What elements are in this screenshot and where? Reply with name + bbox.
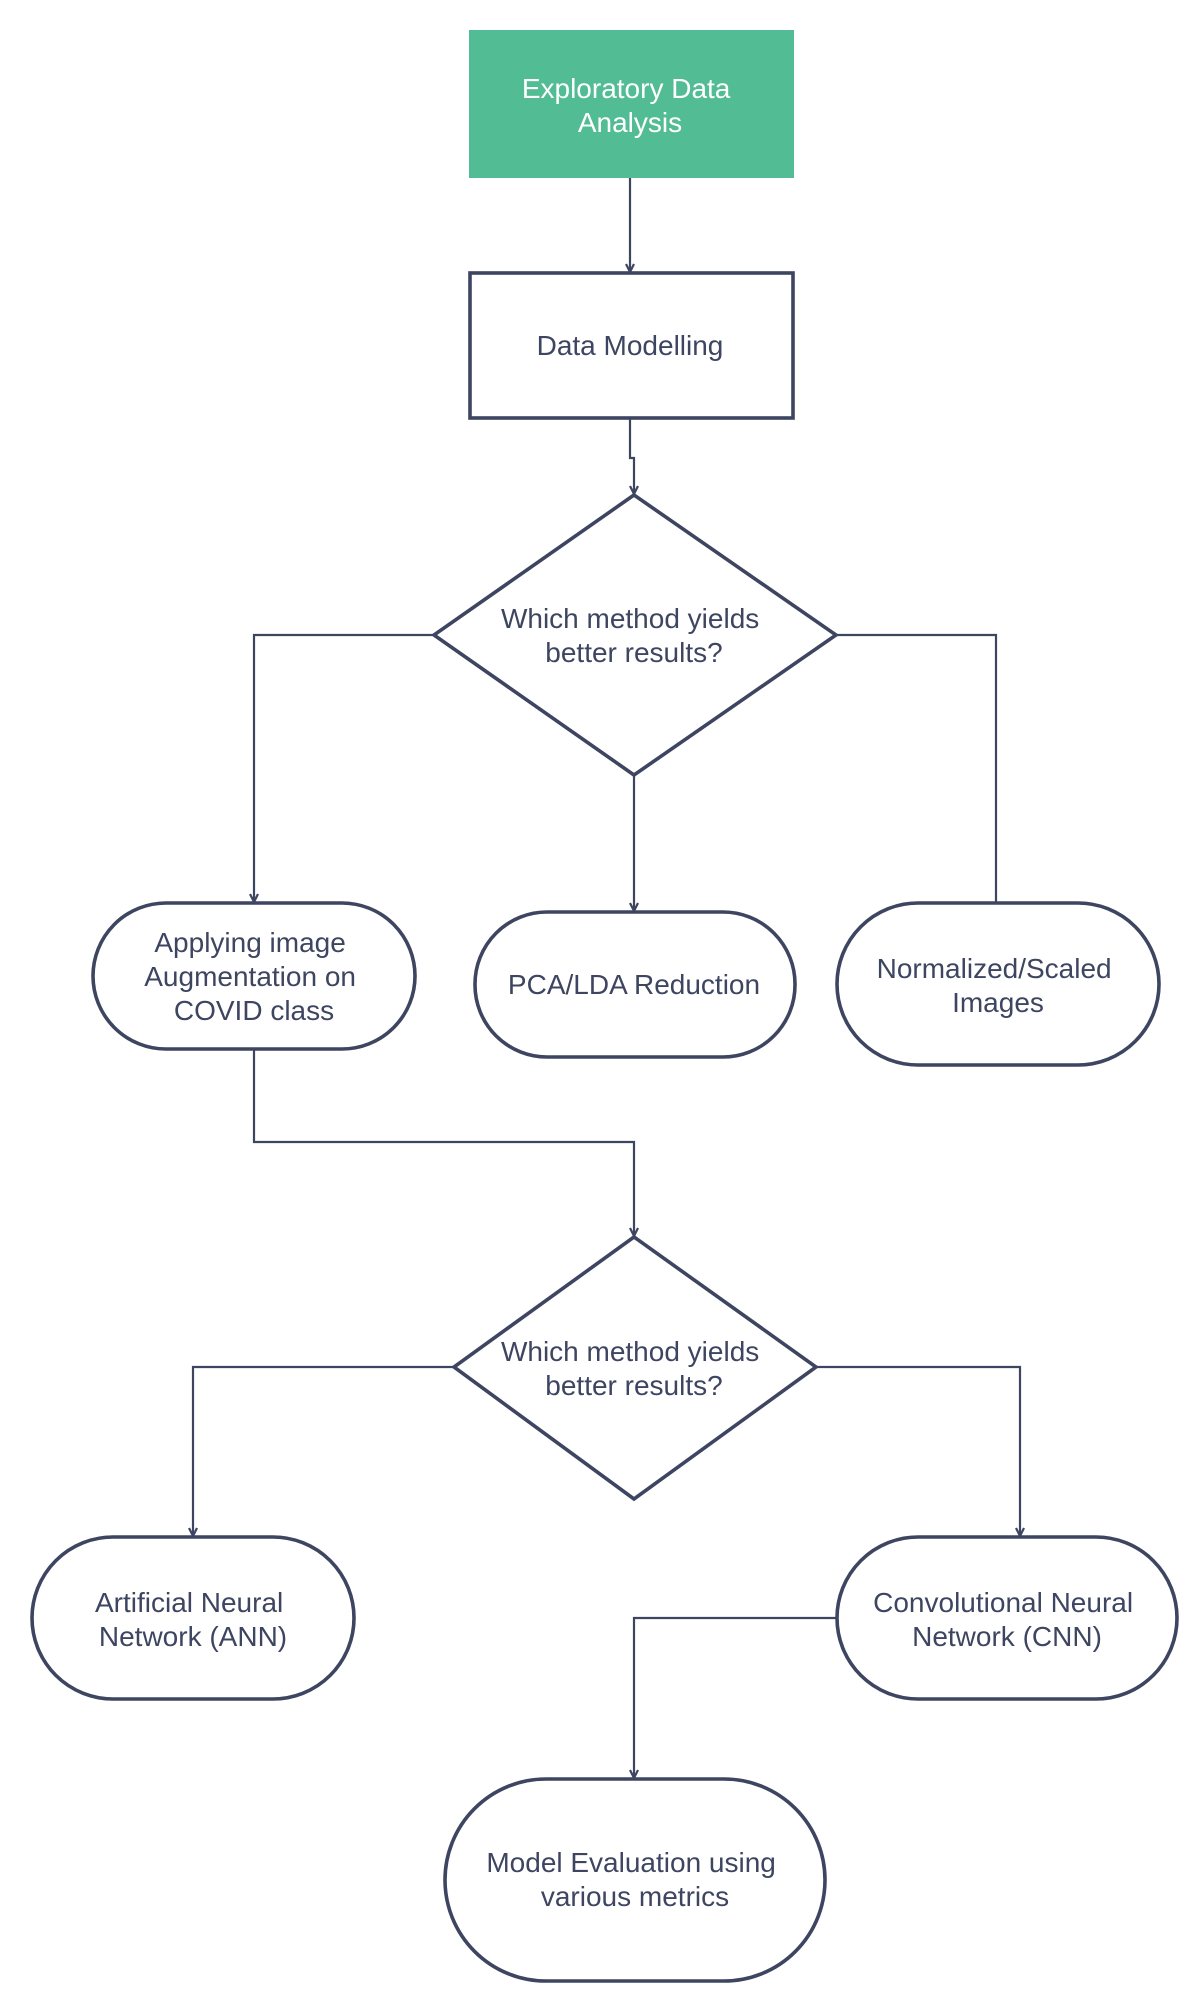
edge-augmentation-to-decision2 xyxy=(252,1049,634,1236)
edge-decision2-to-cnn xyxy=(816,1365,1020,1536)
edge-modelling-to-decision1 xyxy=(628,418,634,494)
svg-text:Artificial Neural Networ: Artificial Neural Network (ANN) xyxy=(95,1587,291,1652)
edge-decision2-to-ann xyxy=(193,1365,454,1536)
decision-node-2-line-1: Which method yields xyxy=(501,1336,759,1367)
svg-text:Exploratory Data Analysi: Exploratory Data Analysis xyxy=(522,73,738,138)
node-image-augmentation: Applying image Augmentation on COVID cla… xyxy=(91,901,417,1051)
svg-text:Applying image Augmentat: Applying image Augmentation on COVID cla… xyxy=(144,927,364,1026)
svg-text:Which method yields bett: Which method yields better results? xyxy=(501,603,767,668)
node-data-modelling-line-1: Data Modelling xyxy=(537,330,724,361)
node-image-augmentation-line-2: Augmentation on xyxy=(144,961,356,992)
decision-node-1-line-1: Which method yields xyxy=(501,603,759,634)
decision-node-1-line-2: better results? xyxy=(545,637,722,668)
edges xyxy=(193,178,1020,1778)
node-eda: Exploratory Data Analysis xyxy=(469,30,794,178)
node-ann-line-1: Artificial Neural xyxy=(95,1587,283,1618)
node-data-modelling: Data Modelling xyxy=(468,271,795,420)
decision-node-1: Which method yields better results? xyxy=(430,492,840,778)
node-normalized-images: Normalized/Scaled Images xyxy=(835,901,1161,1067)
node-eda-line-1: Exploratory Data xyxy=(522,73,731,104)
edge-decision1-to-augmentation xyxy=(254,633,434,902)
svg-text:PCA/LDA Reduction: PCA/LDA Reduction xyxy=(508,969,760,1000)
svg-text:Model Evaluation using v: Model Evaluation using various metrics xyxy=(486,1847,783,1912)
node-image-augmentation-line-3: COVID class xyxy=(174,995,334,1026)
node-ann: Artificial Neural Network (ANN) xyxy=(30,1535,356,1701)
node-cnn-line-2: Network (CNN) xyxy=(912,1621,1102,1652)
decision-node-2-line-2: better results? xyxy=(545,1370,722,1401)
node-normalized-images-line-2: Images xyxy=(952,987,1044,1018)
node-cnn-line-1: Convolutional Neural xyxy=(873,1587,1133,1618)
svg-text:Normalized/Scaled Images: Normalized/Scaled Images xyxy=(877,953,1120,1018)
node-ann-line-2: Network (ANN) xyxy=(99,1621,287,1652)
node-pca-lda-reduction-line-1: PCA/LDA Reduction xyxy=(508,969,760,1000)
node-eda-line-2: Analysis xyxy=(578,107,682,138)
node-image-augmentation-line-1: Applying image xyxy=(154,927,345,958)
node-model-evaluation: Model Evaluation using various metrics xyxy=(443,1777,827,1983)
svg-text:Convolutional Neural Net: Convolutional Neural Network (CNN) xyxy=(873,1587,1141,1652)
node-normalized-images-line-1: Normalized/Scaled xyxy=(877,953,1112,984)
svg-text:Which method yields bett: Which method yields better results? xyxy=(501,1336,767,1401)
svg-text:Data Modelling: Data Modelling xyxy=(537,330,724,361)
node-pca-lda-reduction: PCA/LDA Reduction xyxy=(473,910,797,1059)
decision-node-2: Which method yields better results? xyxy=(450,1234,820,1502)
node-cnn: Convolutional Neural Network (CNN) xyxy=(835,1535,1179,1701)
node-model-evaluation-line-2: various metrics xyxy=(541,1881,729,1912)
edge-cnn-to-evaluation xyxy=(634,1616,836,1778)
node-model-evaluation-line-1: Model Evaluation using xyxy=(486,1847,776,1878)
edge-decision1-to-normalized xyxy=(836,633,998,902)
